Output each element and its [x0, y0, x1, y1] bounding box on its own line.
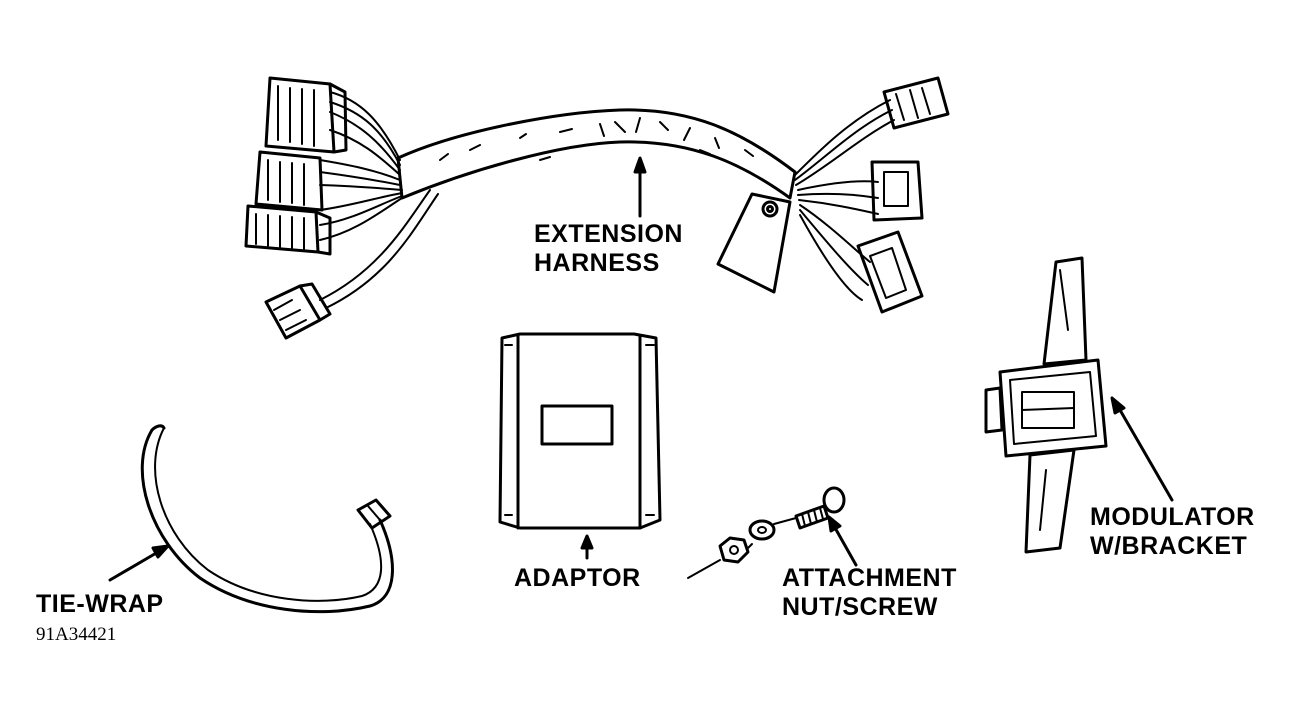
- extension-harness-label-line2: HARNESS: [534, 249, 660, 277]
- attachment-label-line2: NUT/SCREW: [782, 593, 938, 621]
- harness-tag: [716, 192, 792, 294]
- harness-sleeve-texture: [439, 117, 754, 179]
- extension-harness: [244, 76, 950, 340]
- extension-harness-label-line1: EXTENSION: [534, 220, 683, 248]
- modulator-body: [984, 358, 1108, 458]
- figure-code: 91A34421: [36, 624, 117, 645]
- harness-small-connector: [264, 282, 332, 340]
- extension-harness-arrow: [633, 156, 647, 218]
- harness-right-connectors: [856, 76, 950, 314]
- attachment-label-line1: ATTACHMENT: [782, 564, 957, 592]
- attachment-arrow: [827, 515, 858, 567]
- hex-nut: [718, 536, 750, 564]
- modulator-label: MODULATOR W/BRACKET: [1090, 503, 1255, 561]
- modulator-label-line2: W/BRACKET: [1090, 532, 1248, 560]
- adaptor-arrow: [580, 534, 594, 560]
- tie-wrap-arrow: [108, 544, 170, 582]
- modulator-arrow: [1110, 396, 1174, 502]
- attachment-hardware: [687, 486, 858, 579]
- tie-wrap-head: [356, 498, 392, 530]
- adaptor-label: ADAPTOR: [514, 564, 641, 592]
- harness-pigtail-wire: [319, 189, 439, 309]
- hardware-centerline: [687, 559, 721, 579]
- tie-wrap-label: TIE-WRAP: [36, 590, 164, 618]
- screw: [794, 486, 846, 530]
- modulator-bracket: [984, 256, 1174, 554]
- adaptor-module: [498, 332, 662, 560]
- washer: [748, 519, 776, 541]
- tie-wrap: [108, 424, 394, 614]
- attachment-label: ATTACHMENT NUT/SCREW: [782, 564, 957, 622]
- adaptor-label-window: [540, 404, 614, 446]
- modulator-label-line1: MODULATOR: [1090, 503, 1255, 531]
- harness-sleeve: [396, 108, 797, 200]
- extension-harness-label: EXTENSION HARNESS: [534, 220, 683, 278]
- harness-right-wires: [794, 99, 895, 301]
- harness-left-connectors: [244, 76, 348, 256]
